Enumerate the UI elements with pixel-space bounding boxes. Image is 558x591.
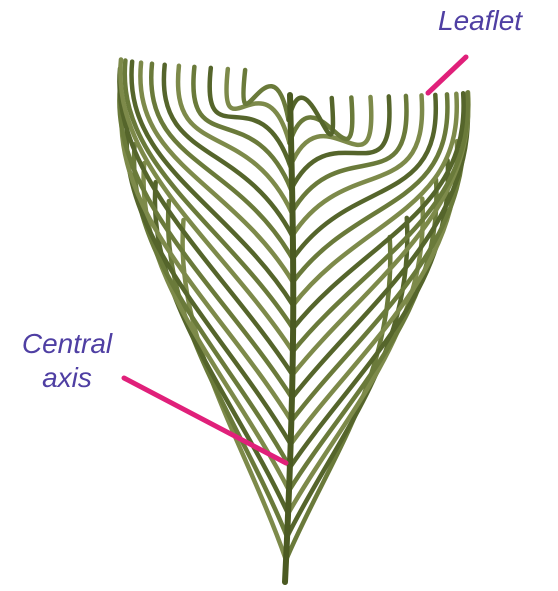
leaflet [155, 182, 288, 514]
leaflet [291, 122, 463, 421]
leaflet [243, 70, 288, 120]
leaflet-leader-line [428, 57, 466, 93]
right-leaflets [286, 92, 468, 560]
left-leaflets [119, 59, 293, 560]
central-axis-label-line2: axis [10, 361, 124, 395]
central-axis-label-line1: Central [10, 327, 124, 361]
central-axis-label: Central axis [10, 327, 124, 395]
leaflet-label: Leaflet [438, 4, 522, 38]
leaflet [293, 94, 457, 305]
